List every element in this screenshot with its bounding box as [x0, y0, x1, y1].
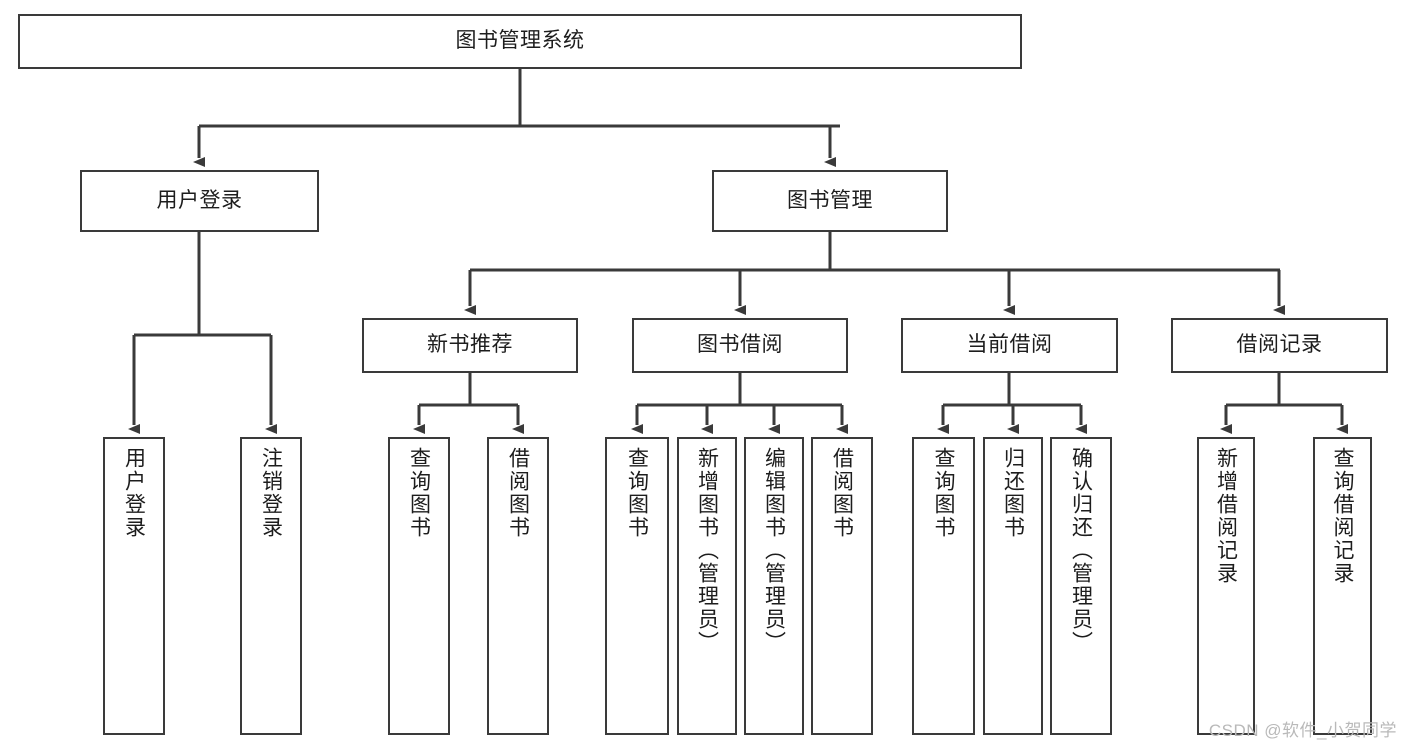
node-label: 查询图书 [625, 447, 649, 539]
node-label: 当前借阅 [966, 333, 1053, 357]
node-label: 借阅图书 [506, 447, 530, 539]
csdn-watermark: CSDN @软件_小贺同学 [1208, 721, 1397, 740]
node-label: 查询借阅记录 [1331, 447, 1354, 585]
node-leaf-return-book[interactable]: 归还图书 [983, 437, 1043, 735]
node-label: 新增图书（管理员） [695, 447, 719, 654]
node-label: 注销登录 [259, 447, 283, 539]
node-book-borrow[interactable]: 图书借阅 [632, 318, 848, 373]
node-label: 借阅图书 [830, 447, 854, 539]
node-label: 图书借阅 [697, 333, 783, 357]
node-leaf-borrow-book-borrow[interactable]: 借阅图书 [811, 437, 873, 735]
node-label: 查询图书 [932, 447, 955, 539]
node-leaf-query-book-new[interactable]: 查询图书 [388, 437, 450, 735]
node-leaf-user-logout[interactable]: 注销登录 [240, 437, 302, 735]
node-leaf-query-borrow-record[interactable]: 查询借阅记录 [1313, 437, 1372, 735]
node-leaf-add-borrow-record[interactable]: 新增借阅记录 [1197, 437, 1255, 735]
node-leaf-edit-book-admin[interactable]: 编辑图书（管理员） [744, 437, 804, 735]
node-label: 确认归还（管理员） [1069, 447, 1093, 654]
node-leaf-add-book-admin[interactable]: 新增图书（管理员） [677, 437, 737, 735]
node-user-login[interactable]: 用户登录 [80, 170, 319, 232]
node-borrow-record[interactable]: 借阅记录 [1171, 318, 1388, 373]
node-label: 新书推荐 [427, 333, 513, 357]
node-leaf-query-book-borrow[interactable]: 查询图书 [605, 437, 669, 735]
node-leaf-confirm-return-admin[interactable]: 确认归还（管理员） [1050, 437, 1112, 735]
node-label: 新增借阅记录 [1214, 447, 1238, 585]
node-current-borrow[interactable]: 当前借阅 [901, 318, 1118, 373]
node-leaf-borrow-book-new[interactable]: 借阅图书 [487, 437, 549, 735]
node-label: 用户登录 [122, 447, 146, 539]
node-leaf-query-book-current[interactable]: 查询图书 [912, 437, 975, 735]
node-label: 借阅记录 [1236, 333, 1323, 357]
node-leaf-user-login[interactable]: 用户登录 [103, 437, 165, 735]
node-label: 图书管理系统 [455, 29, 585, 53]
node-root-system[interactable]: 图书管理系统 [18, 14, 1022, 69]
node-label: 查询图书 [407, 447, 431, 539]
node-label: 用户登录 [156, 188, 243, 212]
node-new-book-recommend[interactable]: 新书推荐 [362, 318, 578, 373]
node-label: 图书管理 [787, 188, 873, 212]
node-label: 编辑图书（管理员） [762, 447, 786, 654]
node-label: 归还图书 [1001, 447, 1025, 539]
node-book-management[interactable]: 图书管理 [712, 170, 948, 232]
